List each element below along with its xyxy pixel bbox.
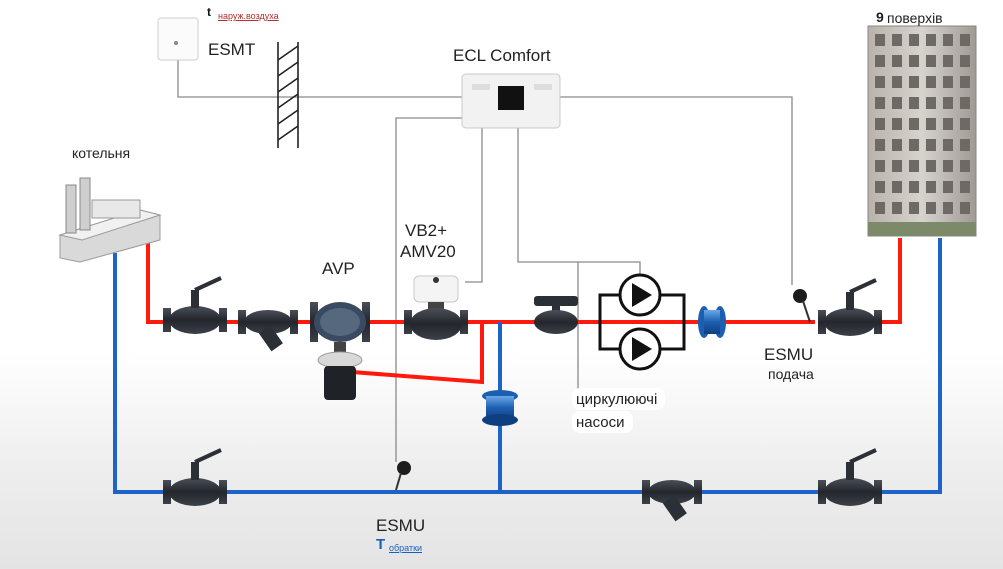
flow-meter-supply — [698, 306, 726, 338]
strainer-return — [642, 480, 702, 521]
building-window — [909, 55, 919, 67]
amv20-label: AMV20 — [400, 242, 456, 262]
building-window — [926, 202, 936, 214]
building-window — [909, 202, 919, 214]
return-pipes — [115, 238, 940, 492]
ball-valve-return-1 — [163, 450, 227, 506]
building-window — [943, 97, 953, 109]
avp-label: AVP — [322, 259, 355, 279]
building-window — [960, 34, 970, 46]
building-window — [960, 139, 970, 151]
building-window — [892, 97, 902, 109]
building-window — [926, 139, 936, 151]
building-window — [926, 55, 936, 67]
building-window — [909, 139, 919, 151]
building-window — [909, 76, 919, 88]
building-window — [875, 118, 885, 130]
return-temp-sub: обратки — [389, 543, 422, 553]
floors-number: 9 — [876, 9, 884, 25]
wire-pumps — [518, 128, 640, 285]
building-window — [875, 181, 885, 193]
strainer — [238, 310, 298, 351]
building-window — [943, 139, 953, 151]
pumps-label-1: циркулюючі — [572, 388, 665, 410]
building-window — [926, 160, 936, 172]
building-window — [960, 55, 970, 67]
wall-hatch — [278, 42, 298, 148]
building-window — [960, 97, 970, 109]
wire-vb2 — [465, 128, 482, 282]
esmu-supply-sensor — [793, 289, 810, 322]
building-window — [892, 55, 902, 67]
check-valve — [534, 296, 578, 334]
building-window — [875, 202, 885, 214]
esmu-supply-label: ESMU — [764, 345, 813, 365]
building-window — [875, 97, 885, 109]
building-icon — [868, 26, 976, 236]
wire-esmu-supply — [560, 97, 792, 285]
building-window — [909, 34, 919, 46]
vb2-amv20-valve — [404, 276, 468, 340]
building-window — [943, 181, 953, 193]
building-window — [909, 97, 919, 109]
boiler-icon — [60, 178, 160, 262]
outdoor-temp-sub: наруж.воздуха — [218, 11, 279, 21]
ball-valve-supply-2 — [818, 280, 882, 336]
floors-label: поверхів — [887, 10, 943, 26]
building-window — [943, 160, 953, 172]
avp-valve — [310, 302, 370, 400]
wire-esmt — [178, 60, 462, 97]
outdoor-temp-mark: t — [207, 5, 211, 19]
building-window — [960, 202, 970, 214]
building-window — [875, 76, 885, 88]
building-window — [943, 118, 953, 130]
pumps-label-2: насоси — [572, 411, 633, 433]
building-window — [926, 76, 936, 88]
ecl-controller — [462, 74, 560, 128]
building-window — [909, 160, 919, 172]
building-window — [875, 55, 885, 67]
flow-meter-bypass — [482, 390, 518, 426]
building-window — [892, 118, 902, 130]
building-window — [892, 76, 902, 88]
building-window — [909, 118, 919, 130]
building-window — [926, 34, 936, 46]
building-window — [960, 181, 970, 193]
building-window — [943, 76, 953, 88]
building-window — [892, 34, 902, 46]
esmt-label: ESMT — [208, 40, 255, 60]
building-window — [960, 118, 970, 130]
vb2-label: VB2+ — [405, 221, 447, 241]
building-window — [926, 118, 936, 130]
building-window — [892, 160, 902, 172]
building-window — [892, 202, 902, 214]
esmu-return-sensor — [396, 461, 411, 490]
building-window — [875, 34, 885, 46]
building-window — [875, 139, 885, 151]
supply-label: подача — [768, 366, 814, 382]
boiler-label: котельня — [72, 145, 130, 161]
return-temp-mark: T — [376, 536, 385, 553]
building-window — [926, 97, 936, 109]
building-window — [892, 139, 902, 151]
ball-valve-supply-1 — [163, 278, 227, 334]
building-window — [960, 76, 970, 88]
ball-valve-return-2 — [818, 450, 882, 506]
building-window — [943, 34, 953, 46]
building-window — [943, 55, 953, 67]
building-window — [875, 160, 885, 172]
building-window — [943, 202, 953, 214]
building-window — [926, 181, 936, 193]
building-window — [960, 160, 970, 172]
building-window — [892, 181, 902, 193]
esmt-sensor — [158, 18, 198, 60]
building-window — [909, 181, 919, 193]
ecl-label: ECL Comfort — [453, 46, 551, 66]
esmu-return-label: ESMU — [376, 516, 425, 536]
